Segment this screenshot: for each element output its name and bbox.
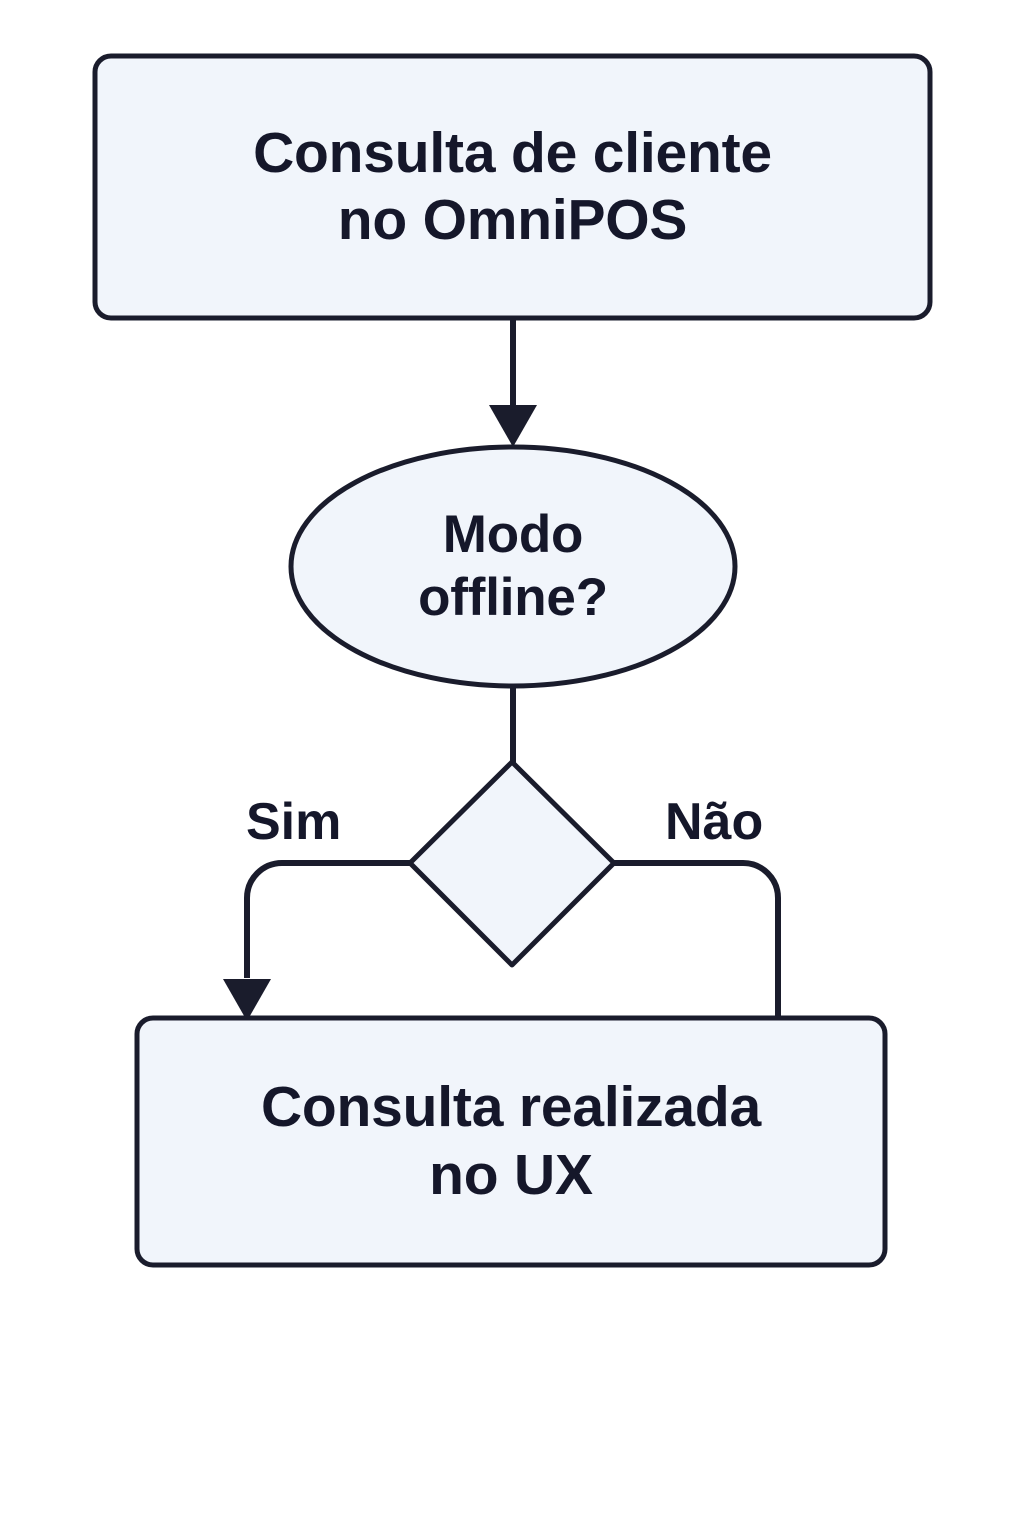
edge-diamond-yes-to-end [223,860,411,1021]
edge-start-to-decision [489,318,537,447]
edge-diamond-no-to-end-line [613,860,781,1021]
edge-diamond-no-to-end [613,860,781,1021]
edge-start-to-decision-arrowhead [489,405,537,447]
node-decision-diamond[interactable] [407,759,617,968]
node-layer [92,53,933,1268]
node-decision-ellipse[interactable] [288,444,738,689]
edge-diamond-yes-to-end-arrowhead [223,979,271,1021]
node-end[interactable] [134,1015,888,1268]
node-start[interactable] [92,53,933,321]
edge-layer [223,318,781,1021]
edge-diamond-yes-to-end-line [244,860,411,978]
